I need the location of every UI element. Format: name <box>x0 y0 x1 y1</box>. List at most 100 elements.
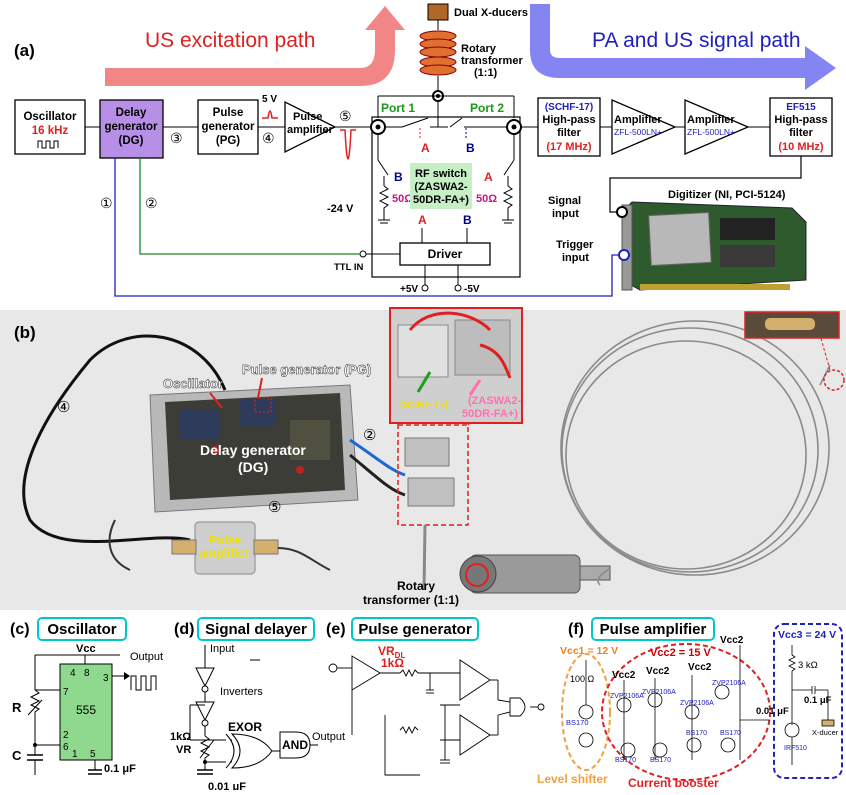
b-oscillator-label: Oscillator <box>163 376 223 391</box>
rotary-label-3: (1:1) <box>474 67 498 79</box>
rotary-label-1: Rotary <box>461 43 497 55</box>
ohm50-right: 50Ω <box>476 193 497 205</box>
d-vr-label: VR <box>176 744 191 756</box>
hpf1-label-4: (17 MHz) <box>546 141 592 153</box>
c-square-wave-icon <box>131 676 156 690</box>
b-rotary-label-2: transformer (1:1) <box>363 593 459 607</box>
f-zvp-2: ZVP2106A <box>642 689 676 696</box>
d-output: Output <box>312 731 345 743</box>
signal-input-label-1: Signal <box>548 195 581 207</box>
hpf2-label-3: filter <box>789 127 814 139</box>
plus5v-label: +5V <box>400 284 418 295</box>
trigger-input-label-2: input <box>562 252 589 264</box>
dg-label-2: generator <box>104 121 158 133</box>
b-rotary-label-1: Rotary <box>397 579 435 593</box>
hpf2-label-2: High-pass <box>774 114 827 126</box>
rotary-label-2: transformer <box>461 55 523 67</box>
port2-label: Port 2 <box>470 101 504 115</box>
ic-555-label: 555 <box>76 703 96 717</box>
b-num-2: ② <box>363 427 376 444</box>
hpf1-label-2: High-pass <box>542 114 595 126</box>
negative-pulse-icon <box>340 130 356 159</box>
wire-1-blue <box>115 158 624 296</box>
f-c01: 0.1 μF <box>804 695 832 706</box>
b-dg-label-1: Delay generator <box>200 442 306 458</box>
driver-label: Driver <box>428 247 463 261</box>
hpf2-label-1: EF515 <box>786 102 816 113</box>
resistor-right <box>504 186 512 220</box>
f-zvp-4: ZVP2106A <box>712 680 746 687</box>
switch-b-left: B <box>394 170 403 184</box>
e-r: 1kΩ <box>381 656 404 670</box>
f-level-shifter: Level shifter <box>537 772 608 786</box>
amp2-label: Amplifier <box>687 114 735 126</box>
num-2: ② <box>145 195 158 211</box>
inset-schf-label: (SCHF-17) <box>400 400 448 411</box>
panel-a: (a) US excitation path PA and US signal … <box>14 4 836 296</box>
panel-e-title: Pulse generator <box>358 621 472 638</box>
trigger-input-label-1: Trigger <box>556 239 594 251</box>
f-vcc2-b: Vcc2 <box>646 666 670 677</box>
inset-rf-label-1: (ZASWA2- <box>468 395 522 407</box>
num-5: ⑤ <box>339 108 352 124</box>
ttl-in-label: TTL IN <box>334 262 364 273</box>
pin-6: 6 <box>63 742 69 753</box>
switch-a-left: A <box>421 141 430 155</box>
pg-label-2: generator <box>201 121 255 133</box>
resistor-left <box>380 186 388 220</box>
panel-a-label: (a) <box>14 41 35 60</box>
b-num-4: ④ <box>57 399 70 416</box>
f-c001: 0.01 μF <box>756 706 789 717</box>
pin-4: 4 <box>70 668 76 679</box>
switch-b-right-top: B <box>466 141 475 155</box>
exor-gate <box>226 734 272 768</box>
panel-d-title: Signal delayer <box>205 621 307 638</box>
d-and: AND <box>282 738 308 752</box>
f-r100: 100 Ω <box>570 674 595 684</box>
hpf1-label-1: (SCHF-17) <box>545 102 593 113</box>
rotary-transformer-icon <box>420 31 456 75</box>
num-4: ④ <box>262 130 275 146</box>
f-bs170-3: BS170 <box>650 757 671 764</box>
d-input: Input <box>210 643 234 655</box>
d-exor: EXOR <box>228 720 262 734</box>
inverter-1 <box>196 668 214 686</box>
rf-label-1: RF switch <box>415 168 467 180</box>
signal-input-label-2: input <box>552 208 579 220</box>
c-r-label: R <box>12 700 22 715</box>
panel-b: (b) ④ Oscillator Pulse generator (PG) De… <box>0 308 846 610</box>
panel-f-label: (f) <box>568 621 584 638</box>
inset-rf-label-2: 50DR-FA+) <box>462 408 518 420</box>
pulse-generator-schematic <box>329 656 544 775</box>
driver-a: A <box>418 213 427 227</box>
pin-5: 5 <box>90 749 96 760</box>
pin-7: 7 <box>63 687 69 698</box>
dg-label-3: (DG) <box>119 135 144 147</box>
d-inverters: Inverters <box>220 686 263 698</box>
dg-label-1: Delay <box>116 107 147 119</box>
excitation-label: US excitation path <box>145 29 315 52</box>
panel-d: (d) Signal delayer Input Inverters 1kΩ V… <box>170 618 345 790</box>
c-vcc: Vcc <box>76 643 96 655</box>
signal-input-port <box>617 207 627 217</box>
oscillator-freq: 16 kHz <box>32 125 69 137</box>
c-output: Output <box>130 651 163 663</box>
b-num-5: ⑤ <box>268 499 281 516</box>
num-1: ① <box>100 195 113 211</box>
amp1-label: Amplifier <box>614 114 662 126</box>
dual-xducers-label: Dual X-ducers <box>454 7 528 19</box>
panel-c-title: Oscillator <box>47 621 116 638</box>
panel-f: (f) Pulse amplifier Vcc1 = 12 V Level sh… <box>537 618 842 790</box>
rf-label-2: (ZASWA2- <box>414 181 468 193</box>
oscillator-label: Oscillator <box>23 111 77 123</box>
pulse-icon <box>262 111 278 118</box>
hpf1-label-3: filter <box>557 127 582 139</box>
f-xducer: X-ducer <box>812 728 839 737</box>
d-r-label: 1kΩ <box>170 731 191 743</box>
d-cap-label: 0.01 μF <box>208 781 246 790</box>
f-bs170-4: BS170 <box>686 730 707 737</box>
minus-24v-label: -24 V <box>327 203 354 215</box>
panel-f-title: Pulse amplifier <box>600 621 707 638</box>
pa-label-1: Pulse <box>293 111 322 123</box>
